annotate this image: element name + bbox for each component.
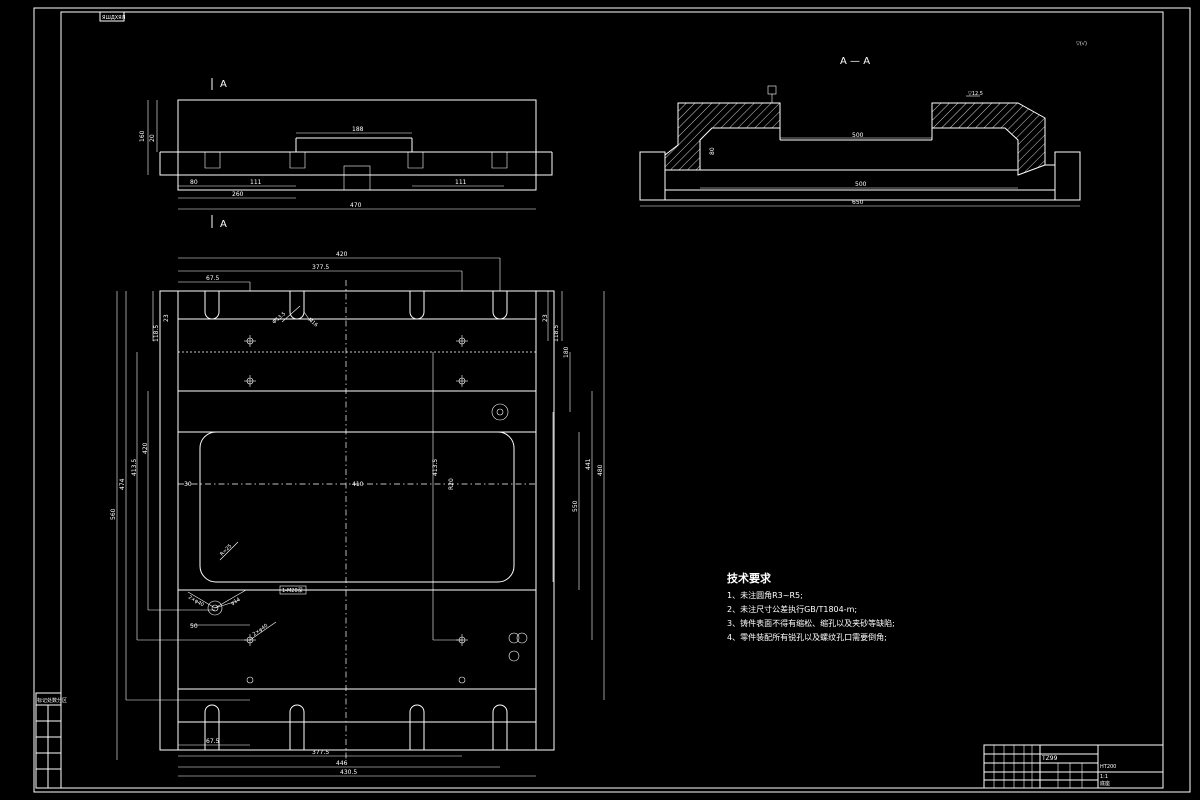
svg-text:111: 111	[455, 179, 467, 186]
svg-text:80: 80	[190, 179, 198, 186]
section-marker-top: A	[220, 79, 227, 90]
svg-text:R20: R20	[448, 478, 455, 490]
top-left-label: ЯШДХЯЛ	[99, 11, 126, 22]
svg-text:标记处数分区: 标记处数分区	[37, 697, 67, 704]
svg-text:377.5: 377.5	[312, 264, 329, 271]
svg-text:50: 50	[190, 623, 198, 630]
tech-item: 1、未注圆角R3~R5;	[727, 590, 803, 600]
material: HT200	[1100, 764, 1116, 770]
svg-text:R=25: R=25	[219, 543, 233, 557]
svg-text:180: 180	[563, 346, 570, 358]
tech-item: 3、铸件表面不得有缩松、缩孔以及夹砂等缺陷;	[727, 618, 895, 628]
svg-text:446: 446	[336, 760, 348, 767]
part-name: 底座	[1100, 780, 1110, 787]
svg-text:23: 23	[163, 314, 170, 322]
svg-text:430.5: 430.5	[340, 769, 357, 776]
tech-requirements: 技术要求 1、未注圆角R3~R5; 2、未注尺寸公差执行GB/T1804-m; …	[727, 571, 895, 642]
svg-text:560: 560	[110, 508, 117, 520]
svg-text:480: 480	[597, 464, 604, 476]
svg-text:2×φ40: 2×φ40	[252, 623, 269, 638]
svg-text:470: 470	[350, 202, 362, 209]
drawing-frame	[33, 7, 1191, 793]
svg-text:500: 500	[852, 132, 864, 139]
svg-text:410: 410	[352, 481, 364, 488]
svg-text:650: 650	[852, 199, 864, 206]
svg-text:118.5: 118.5	[153, 325, 160, 342]
svg-text:ЯШДХЯЛ: ЯШДХЯЛ	[102, 15, 126, 21]
svg-text:67.5: 67.5	[206, 275, 220, 282]
svg-text:500: 500	[855, 181, 867, 188]
svg-text:550: 550	[572, 500, 579, 512]
plan-view: 420 377.5 67.5 118.5 118.5 23 23 180 413…	[110, 251, 605, 777]
svg-text:441: 441	[585, 458, 592, 470]
svg-text:20: 20	[149, 134, 156, 142]
surface-roughness: ▽(√)	[1076, 41, 1087, 47]
svg-text:413.5: 413.5	[432, 459, 439, 476]
svg-text:118.5: 118.5	[553, 325, 560, 342]
svg-text:160: 160	[139, 130, 146, 142]
svg-text:474: 474	[119, 478, 126, 490]
svg-text:23: 23	[542, 314, 549, 322]
svg-text:260: 260	[232, 191, 244, 198]
svg-text:188: 188	[352, 126, 364, 133]
svg-text:67.5: 67.5	[206, 738, 220, 745]
svg-text:Ф13.5: Ф13.5	[271, 311, 287, 326]
svg-text:30: 30	[184, 481, 192, 488]
front-view: A A 188 111	[139, 78, 553, 230]
tech-item: 4、零件装配所有锐孔以及螺纹孔口需要倒角;	[727, 632, 887, 642]
svg-text:▽12.5: ▽12.5	[968, 91, 983, 97]
section-title: A — A	[840, 56, 870, 67]
svg-text:413.5: 413.5	[131, 459, 138, 476]
part-number: TZ99	[1041, 755, 1058, 762]
svg-text:111: 111	[250, 179, 262, 186]
tech-item: 2、未注尺寸公差执行GB/T1804-m;	[727, 604, 857, 614]
tech-requirements-title: 技术要求	[727, 571, 772, 585]
title-block: TZ99 HT200 1:1 底座	[983, 744, 1164, 789]
section-view: A — A ▽(√) ▽12.5 500 500 650 80	[639, 41, 1087, 207]
svg-text:M16: M16	[307, 317, 319, 328]
svg-text:420: 420	[336, 251, 348, 258]
section-marker-bottom: A	[220, 219, 227, 230]
svg-text:80: 80	[709, 147, 716, 155]
scale: 1:1	[1100, 774, 1108, 780]
svg-text:420: 420	[142, 442, 149, 454]
svg-text:1-M20深: 1-M20深	[282, 587, 303, 594]
revision-strip: 标记处数分区	[35, 692, 67, 789]
svg-text:377.5: 377.5	[312, 749, 329, 756]
svg-text:φ14: φ14	[230, 597, 241, 607]
